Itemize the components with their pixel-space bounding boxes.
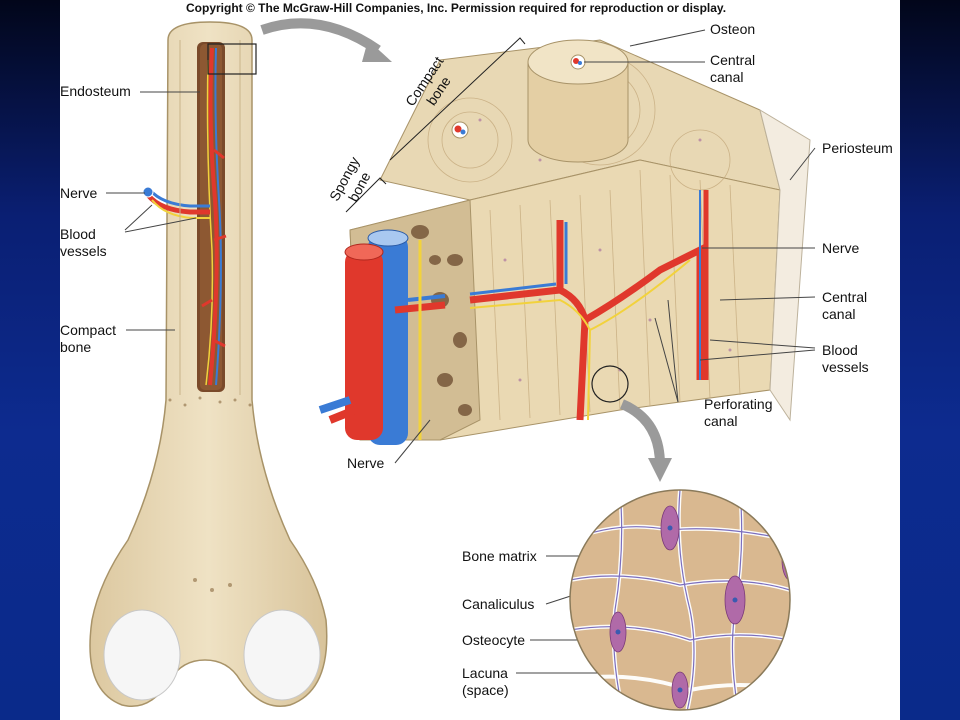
periosteum-layer bbox=[759, 108, 811, 422]
label-nerve-bottom: Nerve bbox=[347, 455, 385, 471]
long-bone bbox=[89, 21, 328, 707]
label-endosteum: Endosteum bbox=[60, 83, 131, 99]
zoom-arrow-top bbox=[260, 18, 381, 55]
external-artery bbox=[345, 250, 383, 440]
label-bone-matrix: Bone matrix bbox=[462, 548, 537, 564]
compact-bracket bbox=[389, 37, 526, 161]
bone-block bbox=[318, 39, 811, 445]
label-periosteum: Periosteum bbox=[822, 140, 893, 156]
leader-lines bbox=[106, 29, 816, 674]
zoom-circle bbox=[591, 365, 629, 403]
magnified-view bbox=[570, 490, 790, 710]
label-osteon: Osteon bbox=[710, 21, 756, 37]
articular-cartilage-left bbox=[103, 609, 181, 701]
copyright-notice: Copyright © The McGraw-Hill Companies, I… bbox=[186, 1, 727, 15]
label-canaliculus: Canaliculus bbox=[462, 596, 535, 612]
spongy-bracket bbox=[345, 177, 387, 213]
label-nerve-left: Nerve bbox=[60, 185, 98, 201]
osteon-cylinder bbox=[527, 61, 629, 163]
label-osteocyte: Osteocyte bbox=[462, 632, 526, 648]
zoom-box bbox=[207, 43, 257, 75]
entering-vessels bbox=[146, 193, 210, 215]
label-nerve-right: Nerve bbox=[822, 240, 860, 256]
articular-cartilage-right bbox=[243, 609, 321, 701]
zoom-arrow-bottom bbox=[619, 399, 665, 466]
label-lacuna: Lacuna(space) bbox=[462, 665, 509, 698]
